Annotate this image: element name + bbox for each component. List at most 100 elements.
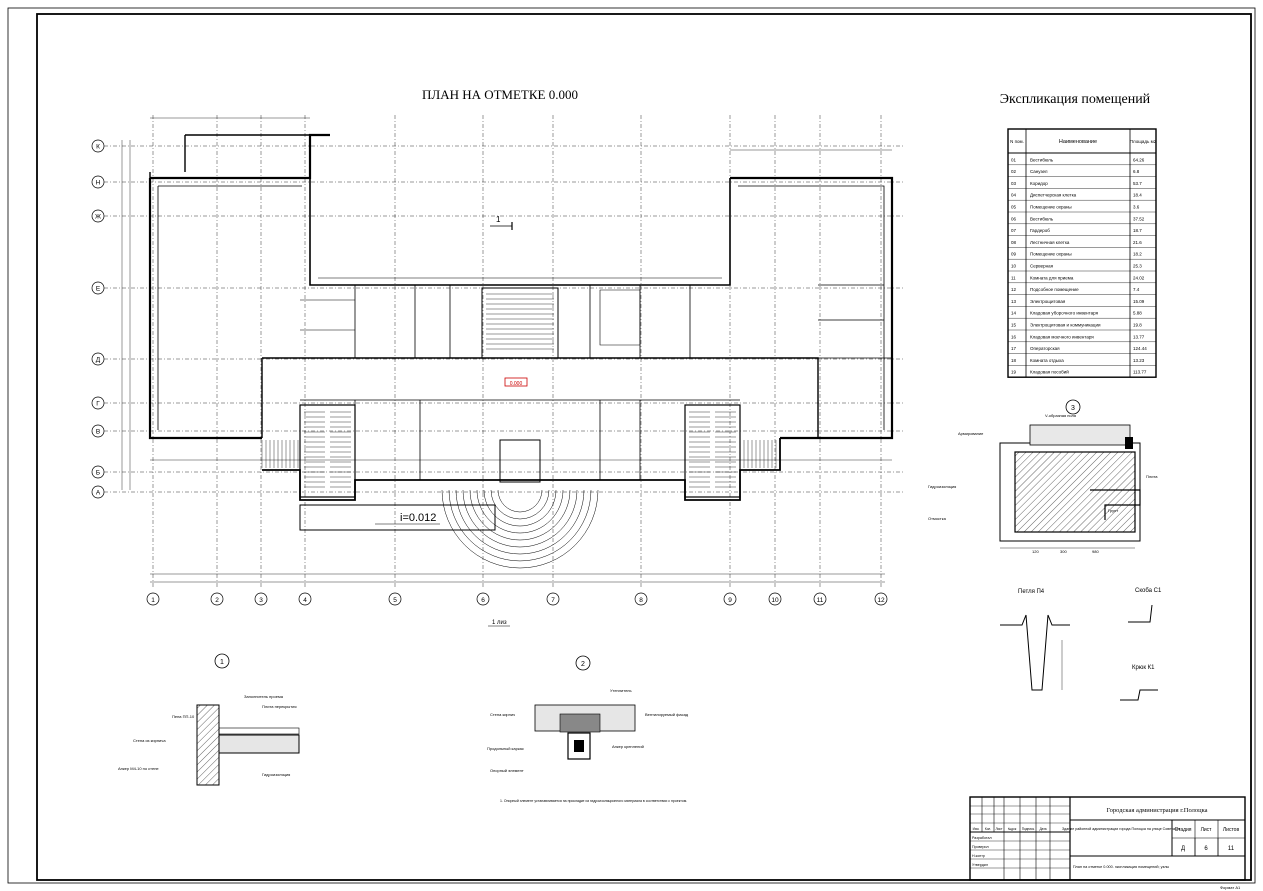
axis-label: Б	[96, 470, 100, 477]
svg-text:Пена ПП-10: Пена ПП-10	[172, 714, 195, 719]
svg-text:Лист: Лист	[1201, 827, 1213, 833]
svg-text:Дата: Дата	[1039, 827, 1046, 831]
svg-text:64.26: 64.26	[1133, 157, 1145, 162]
svg-text:Подсобное помещение: Подсобное помещение	[1030, 287, 1079, 292]
svg-text:Комната отдыха: Комната отдыха	[1030, 358, 1064, 363]
table-header: Площадь м2	[1130, 139, 1157, 144]
svg-text:Кладовая пособий: Кладовая пособий	[1030, 369, 1069, 375]
axis-label: Г	[96, 401, 100, 408]
svg-text:№док: №док	[1008, 827, 1017, 831]
svg-text:Вестибюль: Вестибюль	[1030, 216, 1054, 221]
axis-label: 10	[771, 597, 779, 604]
axis-label: 6	[481, 597, 485, 604]
section-mark: 1	[496, 215, 501, 224]
svg-text:Лестничная клетка: Лестничная клетка	[1030, 240, 1070, 245]
svg-text:Вентилируемый фасад: Вентилируемый фасад	[645, 712, 689, 717]
svg-text:Разработал: Разработал	[972, 836, 992, 840]
axis-bubble	[210, 592, 224, 606]
svg-text:Кладовая уборочного инвентаря: Кладовая уборочного инвентаря	[1030, 311, 1099, 316]
axis-label: К	[96, 144, 100, 151]
axis-bubble	[254, 592, 268, 606]
detail-loop: Петля П4	[1000, 589, 1070, 691]
stamp-format: Формат А1	[1220, 885, 1241, 890]
svg-text:13.77: 13.77	[1133, 334, 1145, 339]
svg-text:17: 17	[1011, 346, 1017, 351]
svg-text:2: 2	[581, 661, 585, 668]
axis-bubble	[874, 592, 888, 606]
svg-text:Диспетчерская клетка: Диспетчерская клетка	[1030, 193, 1077, 198]
axis-label: 9	[728, 597, 732, 604]
section-scale: 1 лиз	[492, 620, 507, 626]
zero-elevation-mark: 0.000	[510, 381, 523, 387]
axis-label: 3	[259, 597, 263, 604]
svg-text:Серверная: Серверная	[1030, 264, 1054, 269]
axis-bubble	[546, 592, 560, 606]
svg-text:Стена кирпич: Стена кирпич	[490, 712, 515, 717]
stamp-stage: Д	[1181, 846, 1185, 852]
dimension-lines	[121, 117, 892, 583]
plan-title: ПЛАН НА ОТМЕТКЕ 0.000	[422, 87, 578, 102]
inner-frame	[36, 13, 1252, 881]
stamp-sheets: 11	[1228, 846, 1235, 852]
axis-bubble	[91, 424, 105, 438]
svg-text:03: 03	[1011, 181, 1017, 186]
svg-text:09: 09	[1011, 252, 1017, 257]
svg-text:18: 18	[1011, 358, 1017, 363]
svg-text:Анкер М4-10 по стене: Анкер М4-10 по стене	[118, 766, 159, 771]
porch-slope-mark: i=0.012	[400, 512, 436, 524]
svg-text:06: 06	[1011, 216, 1017, 221]
svg-text:Электрощитовая: Электрощитовая	[1030, 299, 1066, 304]
svg-text:53.7: 53.7	[1133, 181, 1142, 186]
svg-text:Отмостка: Отмостка	[928, 516, 947, 521]
svg-text:13.23: 13.23	[1133, 358, 1145, 363]
svg-text:24.02: 24.02	[1133, 275, 1145, 280]
stamp-desc: Здание районной администрации города Пол…	[1062, 827, 1180, 831]
axis-bubble	[298, 592, 312, 606]
svg-text:Стена из кирпича: Стена из кирпича	[133, 738, 166, 743]
svg-text:Плита: Плита	[1146, 474, 1158, 479]
svg-text:3: 3	[1071, 405, 1075, 412]
node-2-note: 1. Опорный элемент устанавливается на пр…	[500, 799, 687, 803]
svg-text:Петля П4: Петля П4	[1018, 589, 1045, 595]
svg-text:02: 02	[1011, 169, 1017, 174]
svg-text:Продольный каркас: Продольный каркас	[487, 746, 524, 751]
svg-text:Заполнитель проема: Заполнитель проема	[244, 694, 284, 699]
svg-text:11: 11	[1011, 275, 1016, 280]
svg-text:120: 120	[1032, 549, 1039, 554]
svg-text:Стадия: Стадия	[1174, 827, 1191, 833]
svg-text:07: 07	[1011, 228, 1017, 233]
svg-text:300: 300	[1060, 549, 1067, 554]
node-2-detail: 2 Стена кирпич Утеплитель Продольный кар…	[487, 655, 689, 803]
axis-bubble	[146, 592, 160, 606]
axis-label: В	[96, 429, 100, 436]
axis-label: А	[96, 490, 101, 497]
svg-text:14: 14	[1011, 311, 1017, 316]
svg-text:10: 10	[1011, 264, 1017, 269]
svg-text:980: 980	[1092, 549, 1099, 554]
svg-text:18.4: 18.4	[1133, 193, 1142, 198]
entrance-porch	[441, 489, 599, 569]
svg-text:Листов: Листов	[1223, 827, 1240, 833]
svg-text:Вестибюль: Вестибюль	[1030, 157, 1054, 162]
svg-text:Армирование: Армирование	[958, 431, 984, 436]
axis-label: 7	[551, 597, 555, 604]
svg-text:Электрощитовая и коммуникации: Электрощитовая и коммуникации	[1030, 323, 1101, 328]
axis-label: 11	[817, 597, 824, 604]
axis-label: Ж	[95, 214, 101, 221]
axis-bubble	[476, 592, 490, 606]
svg-text:Крюк К1: Крюк К1	[1132, 665, 1155, 671]
axis-bubble	[91, 209, 105, 223]
axis-bubble	[91, 465, 105, 479]
